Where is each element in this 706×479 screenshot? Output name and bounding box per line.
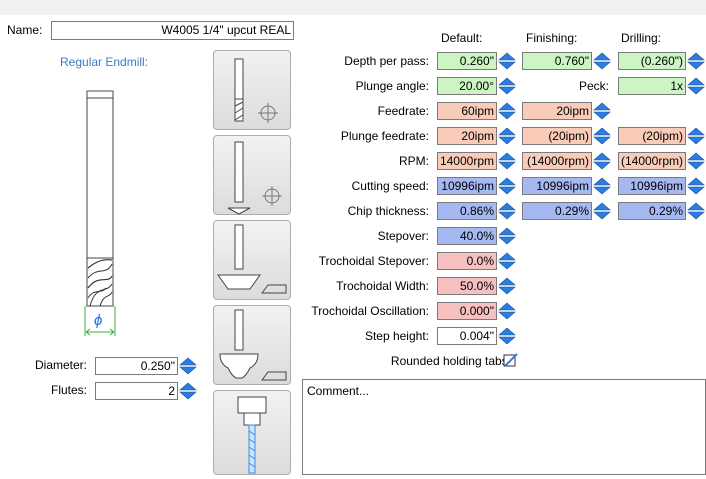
cutting-speed-default[interactable]: 10996ipm <box>437 177 497 195</box>
name-label: Name: <box>7 23 43 37</box>
plunge-feedrate-drilling[interactable]: (20ipm) <box>618 127 686 145</box>
plunge-feedrate-finishing[interactable]: (20ipm) <box>522 127 592 145</box>
cutting-speed-finishing[interactable]: 10996ipm <box>522 177 592 195</box>
stepover-label: Stepover: <box>377 229 429 243</box>
column-finishing: Finishing: <box>526 31 578 45</box>
depth-per-pass-drilling[interactable]: (0.260") <box>618 52 686 70</box>
depth-per-pass-finishing[interactable]: 0.760" <box>522 52 592 70</box>
diameter-label: Diameter: <box>35 358 88 372</box>
spin-arrows-icon[interactable] <box>498 127 516 145</box>
rpm-default[interactable]: 14000rpm <box>437 152 497 170</box>
plunge-angle-label: Plunge angle: <box>355 79 429 93</box>
plunge-feedrate-label: Plunge feedrate: <box>340 129 429 143</box>
chip-thickness-drilling[interactable]: 0.29% <box>618 202 686 220</box>
spin-arrows-icon[interactable] <box>687 152 705 170</box>
rpm-label: RPM: <box>399 154 429 168</box>
column-default: Default: <box>441 31 483 45</box>
drill-tool-button[interactable] <box>213 390 291 475</box>
plunge-angle-default[interactable]: 20.00° <box>437 77 497 95</box>
name-input[interactable]: W4005 1/4" upcut REAL <box>51 21 294 40</box>
spin-arrows-icon[interactable] <box>498 252 516 270</box>
checkbox-icon[interactable] <box>502 352 518 368</box>
rpm-finishing[interactable]: (14000rpm) <box>522 152 592 170</box>
trochoidal-stepover-default[interactable]: 0.0% <box>437 252 497 270</box>
v-bit-tool-icon <box>227 141 282 215</box>
spin-arrows-icon[interactable] <box>498 77 516 95</box>
cutting-speed-label: Cutting speed: <box>351 179 429 193</box>
step-height-label: Step height: <box>364 329 429 343</box>
rpm-drilling[interactable]: (14000rpm) <box>618 152 686 170</box>
depth-per-pass-default[interactable]: 0.260" <box>437 52 497 70</box>
spin-arrows-icon[interactable] <box>593 202 611 220</box>
endmill-tool-icon <box>234 58 278 123</box>
step-height-default[interactable]: 0.004" <box>437 327 497 345</box>
flutes-spin-icon[interactable] <box>179 382 197 400</box>
trochoidal-width-default[interactable]: 50.0% <box>437 277 497 295</box>
feedrate-finishing[interactable]: 20ipm <box>522 102 592 120</box>
endmill-tool-button[interactable] <box>213 50 291 130</box>
spin-arrows-icon[interactable] <box>498 277 516 295</box>
vbit-tool-button[interactable] <box>213 135 291 215</box>
feedrate-label: Feedrate: <box>377 104 429 118</box>
spin-arrows-icon[interactable] <box>593 177 611 195</box>
endmill-drawing <box>84 90 116 336</box>
spin-arrows-icon[interactable] <box>498 102 516 120</box>
flutes-label: Flutes: <box>51 383 88 397</box>
spin-arrows-icon[interactable] <box>498 152 516 170</box>
spin-arrows-icon[interactable] <box>593 52 611 70</box>
chamfer-tool-icon <box>217 224 287 294</box>
stepover-default[interactable]: 40.0% <box>437 227 497 245</box>
comment-textarea[interactable]: Comment... <box>302 379 706 475</box>
flutes-input[interactable]: 2 <box>95 382 178 400</box>
depth-per-pass-label: Depth per pass: <box>344 54 429 68</box>
spin-arrows-icon[interactable] <box>687 202 705 220</box>
diameter-icon: ϕ <box>94 312 103 329</box>
peck-drilling[interactable]: 1x <box>618 77 686 95</box>
trochoidal-stepover-label: Trochoidal Stepover: <box>318 254 429 268</box>
tool-type-label: Regular Endmill: <box>60 55 149 69</box>
spin-arrows-icon[interactable] <box>687 127 705 145</box>
chip-thickness-label: Chip thickness: <box>347 204 429 218</box>
trochoidal-width-label: Trochoidal Width: <box>336 279 429 293</box>
plunge-feedrate-default[interactable]: 20ipm <box>437 127 497 145</box>
rounded-tabs-label: Rounded holding tabs: <box>390 354 511 368</box>
diameter-spin-icon[interactable] <box>179 357 197 375</box>
cutting-speed-drilling[interactable]: 10996ipm <box>618 177 686 195</box>
trochoidal-oscillation-label: Trochoidal Oscillation: <box>311 304 429 318</box>
ogee-tool-icon <box>219 309 287 381</box>
spin-arrows-icon[interactable] <box>593 152 611 170</box>
chip-thickness-finishing[interactable]: 0.29% <box>522 202 592 220</box>
spin-arrows-icon[interactable] <box>498 327 516 345</box>
chamfer-tool-button[interactable] <box>213 220 291 300</box>
spin-arrows-icon[interactable] <box>593 127 611 145</box>
spin-arrows-icon[interactable] <box>498 302 516 320</box>
peck-label: Peck: <box>578 79 609 93</box>
spin-arrows-icon[interactable] <box>498 52 516 70</box>
drill-tool-icon <box>237 396 267 474</box>
ogee-tool-button[interactable] <box>213 305 291 385</box>
diameter-input[interactable]: 0.250" <box>95 357 178 375</box>
trochoidal-oscillation-default[interactable]: 0.000" <box>437 302 497 320</box>
column-drilling: Drilling: <box>621 31 662 45</box>
chip-thickness-default[interactable]: 0.86% <box>437 202 497 220</box>
spin-arrows-icon[interactable] <box>498 227 516 245</box>
spin-arrows-icon[interactable] <box>687 77 705 95</box>
top-bar <box>0 0 706 15</box>
spin-arrows-icon[interactable] <box>593 102 611 120</box>
spin-arrows-icon[interactable] <box>498 177 516 195</box>
feedrate-default[interactable]: 60ipm <box>437 102 497 120</box>
spin-arrows-icon[interactable] <box>498 202 516 220</box>
spin-arrows-icon[interactable] <box>687 177 705 195</box>
spin-arrows-icon[interactable] <box>687 52 705 70</box>
